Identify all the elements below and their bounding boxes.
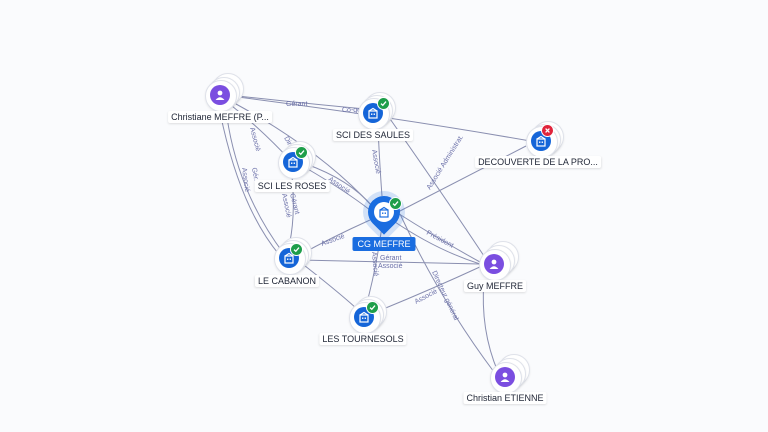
edge-label: Associé Administrat. [426,134,465,191]
edge-christian-cgmeffre [399,213,495,373]
edge-label: Associé [370,149,381,174]
node-label: Guy MEFFRE [463,280,527,292]
active-status-icon [366,301,379,314]
edge-label: Gér. [250,167,259,181]
edge-label: Associé [378,263,403,270]
node-label: LE CABANON [254,275,320,287]
node-label: DECOUVERTE DE LA PRO... [475,156,601,168]
node-label: Christiane MEFFRE (P... [168,111,272,123]
edge-roses-cgmeffre-2 [305,167,371,211]
edge-label: Gérant [286,101,307,108]
edge-cgmeffre-guy-2 [391,219,481,265]
node-label: SCI DES SAULES [332,129,414,141]
edge-label: Associé [240,167,250,192]
active-status-icon [290,243,303,256]
node-label: CG MEFFRE [352,237,416,251]
node-label: Christian ETIENNE [463,392,547,404]
edge-christiane-cabanon [225,109,285,255]
node-label: SCI LES ROSES [254,180,330,192]
building-icon [374,202,394,222]
edge-label: Associé [320,233,346,248]
edge-label: Associé [370,252,379,277]
edge-decouverte-cgmeffre [397,145,527,213]
active-status-icon [389,197,402,210]
user-icon [484,254,504,274]
edge-roses-cgmeffre [305,163,373,207]
edge-cabanon-guy [299,259,481,265]
user-icon [210,85,230,105]
focus-pin [361,189,407,235]
edge-label: Président [425,230,454,250]
closed-status-icon [541,124,554,137]
edge-label: Dir. [282,136,293,149]
edge-label: Associé [248,127,261,153]
edge-cabanon-tournesols [299,261,357,309]
edge-label: Gérant [380,255,401,262]
active-status-icon [295,146,308,159]
node-label: LES TOURNESOLS [319,333,407,345]
edge-cgmeffre-guy [395,211,481,263]
user-icon [495,367,515,387]
active-status-icon [377,97,390,110]
edge-christiane-decouverte [237,96,537,143]
edge-label: Associé [280,193,292,219]
edge-christiane-cabanon-2 [219,111,283,259]
edge-christian-guy [482,279,499,373]
edge-tournesols-guy [375,265,483,313]
